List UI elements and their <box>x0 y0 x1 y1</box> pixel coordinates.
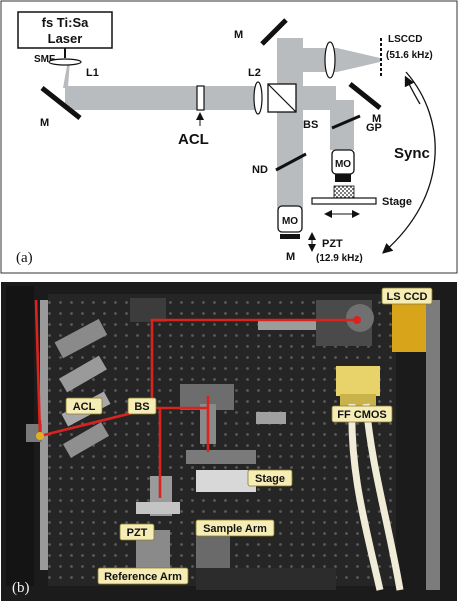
callout-reference-arm: Reference Arm <box>97 567 189 585</box>
gp-label: GP <box>366 122 382 134</box>
objective-reference <box>277 205 303 233</box>
mirror-sample-label: M <box>372 113 381 125</box>
pzt-freq-label: (12.9 kHz) <box>316 253 363 264</box>
mirror-top-label: M <box>234 29 243 41</box>
sample-arm-tag: Sample Arm <box>203 523 267 535</box>
mirror-sample <box>348 82 382 110</box>
lsccd-freq-label: (51.6 kHz) <box>386 50 433 61</box>
panel-a-letter: (a) <box>16 250 33 266</box>
panel-a-schematic: fs Ti:Sa Laser SMF L1 M ACL L2 BS M LSCC… <box>0 0 458 274</box>
reference-arm-tag: Reference Arm <box>104 571 182 583</box>
panel-b-photo: LS CCD ACL BS FF CMOS Stage PZT Sample A… <box>1 282 457 601</box>
photo-laser-path <box>34 299 356 498</box>
beam-fiber-out <box>63 60 70 88</box>
callout-bs: BS <box>127 397 157 415</box>
acl-tag: ACL <box>73 401 96 413</box>
stage <box>311 197 377 205</box>
pzt-tag: PZT <box>127 527 148 539</box>
callout-ls-ccd: LS CCD <box>381 287 433 305</box>
lens-ccd <box>324 41 336 79</box>
sync-label: Sync <box>394 145 430 162</box>
nd-label: ND <box>252 164 268 176</box>
mirror-reference-label: M <box>286 251 295 263</box>
beam-cone-l2 <box>210 88 258 108</box>
laser-label-line2: Laser <box>48 31 83 46</box>
mirror-input-label: M <box>40 117 49 129</box>
mirror-input <box>40 86 82 120</box>
mo-reference-label: MO <box>282 216 298 227</box>
callout-pzt: PZT <box>119 523 155 541</box>
callout-sample-arm: Sample Arm <box>195 519 275 537</box>
nd-filter <box>275 152 307 172</box>
sample <box>333 185 355 199</box>
callout-acl: ACL <box>65 397 103 415</box>
lens-l2 <box>253 81 263 115</box>
ls-ccd-tag: LS CCD <box>387 291 428 303</box>
stage-label: Stage <box>382 196 412 208</box>
smf-label: SMF <box>34 54 55 65</box>
bs-tag: BS <box>134 401 149 413</box>
mirror-top <box>260 18 288 46</box>
bs-label: BS <box>303 119 318 131</box>
camera-cable <box>348 403 384 591</box>
beam-reference-lower <box>277 188 303 208</box>
pzt-label: PZT <box>322 238 343 250</box>
lsccd-label: LSCCD <box>388 34 422 45</box>
lens-l1 <box>48 58 82 66</box>
callout-ff-cmos: FF CMOS <box>331 405 393 423</box>
laser-box <box>17 11 113 49</box>
callout-stage: Stage <box>247 469 293 487</box>
ff-cmos-tag: FF CMOS <box>337 409 387 421</box>
mirror-reference <box>280 234 300 239</box>
ff-cmos-camera <box>336 366 380 396</box>
beam-focus-to-ccd <box>337 48 380 72</box>
laser-label-line1: fs Ti:Sa <box>42 15 89 30</box>
acl-label: ACL <box>178 131 209 148</box>
l2-label: L2 <box>248 67 261 79</box>
glass-plate <box>331 114 361 130</box>
mo-sample-label: MO <box>335 159 351 170</box>
stage-tag: Stage <box>255 473 285 485</box>
l1-label: L1 <box>86 67 99 79</box>
sync-arrow <box>382 71 436 254</box>
panel-b-letter: (b) <box>12 580 30 596</box>
